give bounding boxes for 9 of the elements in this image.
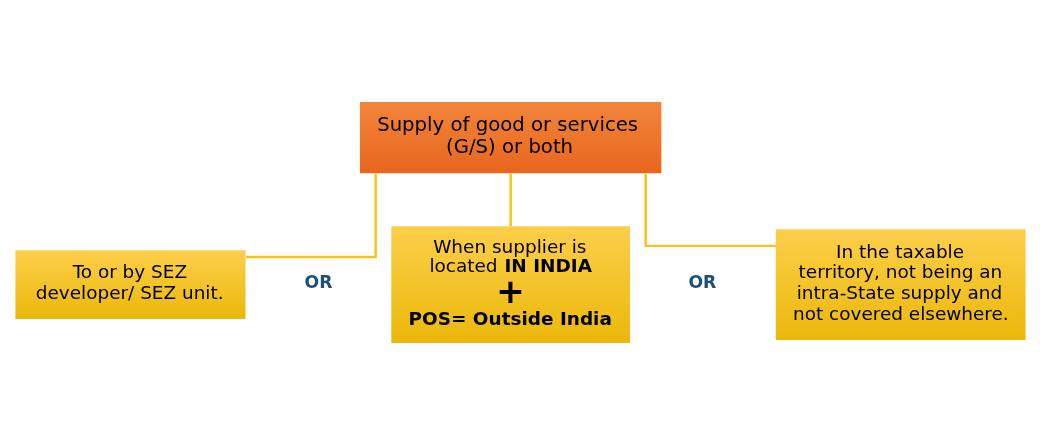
connector — [643, 173, 776, 248]
node-box: To or by SEZ developer/ SEZ unit. — [14, 250, 245, 320]
connector — [508, 173, 512, 227]
node-box: When supplier is located IN INDIA + POS= Outside India — [390, 226, 630, 344]
label: OR — [304, 271, 332, 292]
node-box: Supply of good or services (G/S) or both — [359, 101, 661, 174]
label: OR — [687, 271, 716, 292]
connector — [245, 173, 377, 259]
node-box: In the taxable territory, not being an intra-State supply and not covered elsewhere. — [775, 229, 1026, 340]
